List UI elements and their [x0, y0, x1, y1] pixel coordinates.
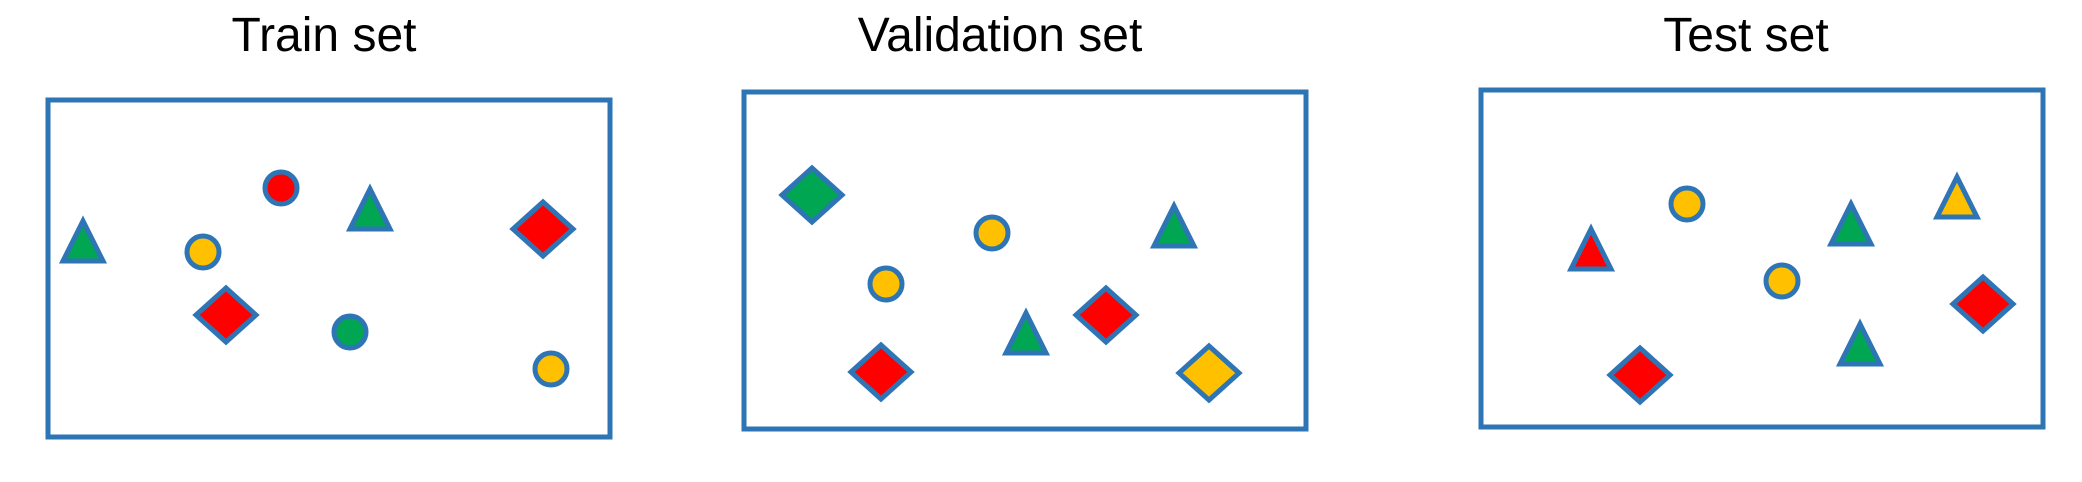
green-circle-icon: [331, 313, 369, 351]
test-set-title: Test set: [1663, 9, 1829, 62]
red-diamond-icon: [509, 198, 577, 260]
yellow-circle-icon: [973, 214, 1011, 252]
yellow-circle-icon: [1763, 262, 1801, 300]
green-triangle-icon: [1001, 307, 1051, 356]
test-set-box: [1478, 87, 2046, 430]
yellow-circle-icon: [184, 233, 222, 271]
green-triangle-icon: [1826, 198, 1876, 247]
red-diamond-icon: [1949, 273, 2017, 335]
green-triangle-icon: [345, 183, 395, 232]
red-triangle-icon: [1566, 223, 1616, 272]
validation-set-title: Validation set: [857, 9, 1143, 62]
red-diamond-icon: [192, 284, 260, 346]
train-set-box: [45, 97, 613, 440]
shapes-layer: [58, 164, 2017, 406]
yellow-triangle-icon: [1932, 171, 1982, 220]
train-set-title: Train set: [231, 9, 417, 62]
green-triangle-icon: [1149, 200, 1199, 249]
yellow-circle-icon: [867, 265, 905, 303]
red-diamond-icon: [847, 341, 915, 403]
yellow-circle-icon: [532, 350, 570, 388]
red-circle-icon: [262, 169, 300, 207]
yellow-circle-icon: [1668, 185, 1706, 223]
green-triangle-icon: [1835, 318, 1885, 367]
yellow-diamond-icon: [1175, 342, 1243, 404]
validation-set-box: [741, 89, 1309, 432]
red-diamond-icon: [1606, 344, 1674, 406]
green-triangle-icon: [58, 215, 108, 264]
red-diamond-icon: [1072, 284, 1140, 346]
green-diamond-icon: [778, 164, 846, 226]
